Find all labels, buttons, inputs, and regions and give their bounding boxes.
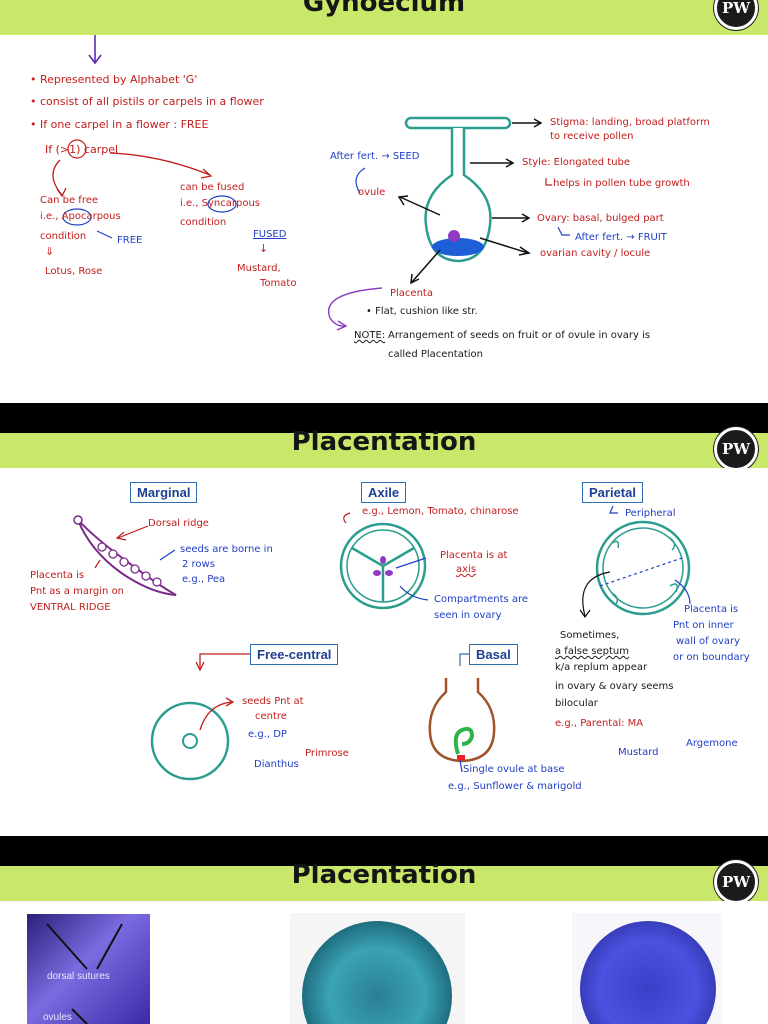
axile-photo-section bbox=[302, 921, 452, 1024]
style-label-2: helps in pollen tube growth bbox=[553, 178, 690, 189]
slide2-panel: Marginal Dorsal ridge seeds are borne in… bbox=[0, 468, 768, 836]
parietal-pl-4: or on boundary bbox=[673, 652, 750, 663]
slide1-drawing bbox=[52, 35, 570, 331]
free-central-eg: e.g., DP bbox=[248, 729, 287, 740]
if-more-carpel: If (>1) carpel bbox=[45, 143, 119, 156]
marginal-pl-3: VENTRAL RIDGE bbox=[30, 602, 111, 613]
slide1-panel: • Represented by Alphabet 'G' • consist … bbox=[0, 35, 768, 403]
left-branch-free: FREE bbox=[117, 235, 143, 246]
marginal-pl-1: Placenta is bbox=[30, 570, 85, 581]
left-branch-l2: i.e., Apocarpous bbox=[40, 211, 121, 222]
placenta-label: Placenta bbox=[390, 288, 433, 299]
right-branch-fused: FUSED bbox=[253, 229, 287, 240]
left-branch-arrow: ⇓ bbox=[45, 245, 55, 258]
ovary-label-1: Ovary: basal, bulged part bbox=[537, 213, 664, 224]
marginal-photo: dorsal sutures ovules bbox=[27, 914, 150, 1024]
stigma-label-1: Stigma: landing, broad platform bbox=[550, 117, 710, 128]
free-central-primrose: Primrose bbox=[305, 748, 349, 759]
parietal-peri: Peripheral bbox=[625, 508, 676, 519]
note-label: NOTE: bbox=[354, 330, 386, 341]
marginal-seeds-2: 2 rows bbox=[182, 559, 215, 570]
right-branch-l2: i.e., Syncarpous bbox=[180, 198, 260, 209]
pw-logo: PW bbox=[714, 0, 758, 30]
slide2-title-band: Placentation PW bbox=[0, 427, 768, 471]
parietal-eg: e.g., Parental: MA bbox=[555, 718, 644, 729]
slide3-title: Placentation bbox=[291, 860, 477, 890]
parietal-photo-section bbox=[580, 921, 716, 1024]
free-central-dianthus: Dianthus bbox=[254, 759, 299, 770]
note-line-2: called Placentation bbox=[388, 349, 483, 360]
axile-photo bbox=[290, 913, 465, 1024]
parietal-pl-1: Placenta is bbox=[684, 604, 739, 615]
marginal-seeds-1: seeds are borne in bbox=[180, 544, 273, 555]
bullet-2: • consist of all pistils or carpels in a… bbox=[30, 95, 264, 108]
cavity-label: ovarian cavity / locule bbox=[540, 248, 651, 259]
slide1-title: Gynoecium bbox=[302, 0, 466, 18]
slide1-title-band: Gynoecium PW bbox=[0, 0, 768, 35]
right-branch-eg1: Mustard, bbox=[237, 263, 281, 274]
note-line-1: Arrangement of seeds on fruit or of ovul… bbox=[388, 330, 651, 341]
marginal-dorsal: Dorsal ridge bbox=[148, 518, 209, 529]
axile-cmp-1: Compartments are bbox=[434, 594, 529, 605]
parietal-st-1: Sometimes, bbox=[560, 630, 620, 641]
marginal-box: Marginal bbox=[130, 482, 198, 503]
parietal-mustard: Mustard bbox=[618, 747, 659, 758]
parietal-st-2: a false septum bbox=[555, 646, 629, 657]
left-branch-eg: Lotus, Rose bbox=[45, 266, 103, 277]
basal-box: Basal bbox=[469, 644, 518, 665]
right-branch-arrow: ↓ bbox=[259, 242, 269, 255]
marginal-eg: e.g., Pea bbox=[182, 574, 226, 585]
placenta-note: • Flat, cushion like str. bbox=[366, 306, 478, 317]
marginal-pl-2: Pnt as a margin on bbox=[30, 586, 125, 597]
right-branch-l3: condition bbox=[180, 217, 227, 228]
left-branch-l1: Can be free bbox=[40, 195, 99, 206]
axile-pl-2: axis bbox=[456, 564, 477, 575]
right-branch-l1: can be fused bbox=[180, 182, 245, 193]
slide3-title-band: Placentation PW bbox=[0, 860, 768, 904]
axile-eg: e.g., Lemon, Tomato, chinarose bbox=[362, 506, 519, 517]
free-central-box: Free-central bbox=[250, 644, 339, 665]
axile-pl-1: Placenta is at bbox=[440, 550, 508, 561]
stigma-label-2: to receive pollen bbox=[550, 131, 634, 142]
parietal-st-5: bilocular bbox=[555, 698, 598, 709]
left-branch-l3: condition bbox=[40, 231, 87, 242]
style-label-1: Style: Elongated tube bbox=[522, 157, 631, 168]
basal-eg: e.g., Sunflower & marigold bbox=[448, 781, 582, 792]
bullet-3: • If one carpel in a flower : FREE bbox=[30, 118, 209, 131]
bullet-1: • Represented by Alphabet 'G' bbox=[30, 73, 198, 86]
free-central-s2: centre bbox=[255, 711, 287, 722]
axile-cmp-2: seen in ovary bbox=[434, 610, 502, 621]
parietal-pl-3: wall of ovary bbox=[676, 636, 741, 647]
pw-logo-2: PW bbox=[714, 427, 758, 471]
photo-label-ovules: ovules bbox=[43, 1012, 72, 1023]
right-branch-eg2: Tomato bbox=[260, 278, 297, 289]
photo-label-dorsal: dorsal sutures bbox=[47, 971, 110, 982]
slide2-drawing bbox=[73, 505, 691, 781]
parietal-pl-2: Pnt on inner bbox=[673, 620, 734, 631]
basal-single: Single ovule at base bbox=[463, 764, 565, 775]
parietal-st-4: in ovary & ovary seems bbox=[555, 681, 674, 692]
slide2-title: Placentation bbox=[291, 427, 477, 457]
parietal-argemone: Argemone bbox=[686, 738, 738, 749]
pw-logo-3: PW bbox=[714, 860, 758, 904]
after-fert-seed: After fert. → SEED bbox=[330, 151, 420, 162]
free-central-s1: seeds Pnt at bbox=[242, 696, 304, 707]
slide3-panel: dorsal sutures ovules bbox=[0, 901, 768, 1024]
ovary-label-2: After fert. → FRUIT bbox=[575, 232, 667, 243]
parietal-photo bbox=[572, 913, 722, 1024]
axile-box: Axile bbox=[361, 482, 407, 503]
ovule-label: ovule bbox=[358, 187, 386, 198]
parietal-box: Parietal bbox=[582, 482, 643, 503]
parietal-st-3: k/a replum appear bbox=[555, 662, 648, 673]
